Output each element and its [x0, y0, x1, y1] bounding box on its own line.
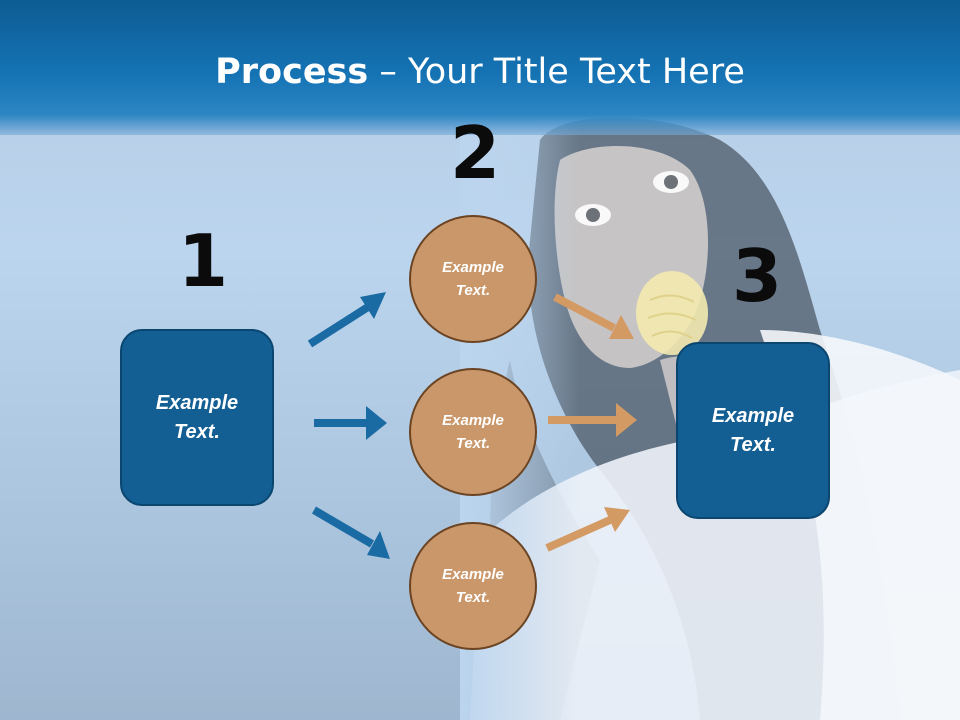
step-3-number: 3 [732, 234, 783, 318]
circle-middle[interactable]: Example Text. [409, 368, 537, 496]
arrow-down-right-blue [311, 506, 390, 559]
arrow-right-tan [548, 403, 637, 437]
end-box[interactable]: Example Text. [676, 342, 830, 519]
arrow-down-right-tan [553, 293, 634, 339]
circle-bottom-label: Example Text. [442, 566, 504, 606]
circle-middle-label: Example Text. [442, 412, 504, 452]
circle-top[interactable]: Example Text. [409, 215, 537, 343]
step-2-number: 2 [450, 111, 501, 195]
title-bar [0, 0, 960, 135]
circle-bottom[interactable]: Example Text. [409, 522, 537, 650]
arrow-up-right-tan [545, 507, 630, 552]
arrow-right-blue [314, 406, 387, 440]
circle-top-label: Example Text. [442, 259, 504, 299]
arrow-up-right-blue [307, 292, 386, 348]
step-1-number: 1 [178, 219, 229, 303]
title-rest: – Your Title Text Here [368, 52, 745, 92]
slide-title: Process – Your Title Text Here [0, 52, 960, 92]
end-box-label: Example Text. [711, 404, 795, 456]
title-bold: Process [215, 52, 369, 92]
start-box[interactable]: Example Text. [120, 329, 274, 506]
start-box-label: Example Text. [155, 391, 239, 443]
